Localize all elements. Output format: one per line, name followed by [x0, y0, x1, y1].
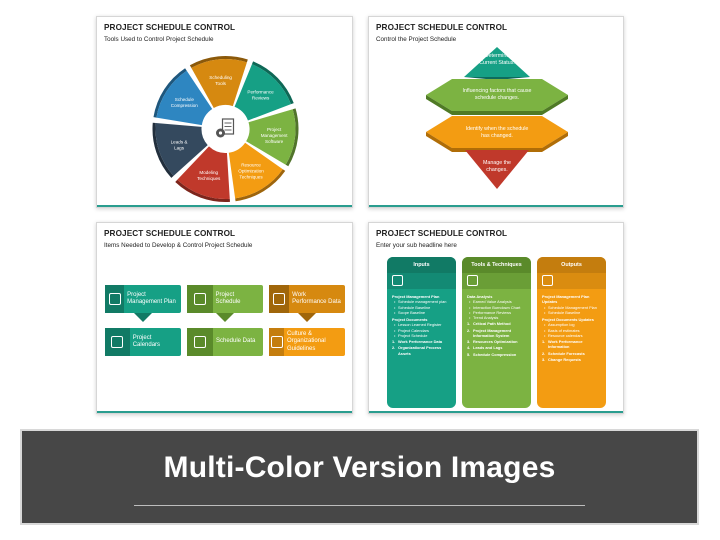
wheel-segment-label: Lags	[174, 145, 185, 150]
wheel-segment-label: Tools	[215, 81, 226, 86]
shape-text: Manage the	[483, 160, 511, 166]
wheel-segment-label: Optimization	[238, 169, 264, 174]
down-arrow-icon	[298, 313, 316, 322]
slide-preview-control[interactable]: PROJECT SCHEDULE CONTROL Control the Pro…	[368, 16, 624, 208]
shape-text: Influencing factors that cause	[463, 88, 532, 94]
wheel-segment-label: Compression	[171, 103, 199, 108]
item-project-schedule: Project Schedule	[187, 285, 263, 313]
wheel-segment-rim	[251, 61, 294, 105]
wheel-segment-label: Project	[267, 127, 282, 132]
wheel-segment-label: Performance	[247, 90, 274, 95]
wheel-segment-label: Techniques	[197, 176, 221, 181]
calendar-icon	[105, 328, 130, 356]
control-diamond-diagram: Determine Current Status. Influencing fa…	[426, 47, 568, 189]
wheel-segment	[177, 146, 230, 199]
wheel-segment	[228, 142, 283, 199]
wheel-segment-rim	[285, 108, 299, 167]
wheel-segment	[155, 122, 208, 176]
wheel-segment	[234, 64, 291, 121]
shape-text: has changed.	[481, 133, 513, 139]
wheel-segment-rim	[152, 122, 174, 178]
wheel-segment-label: Reviews	[252, 96, 270, 101]
tools-icon	[467, 275, 478, 286]
slide-title: PROJECT SCHEDULE CONTROL	[104, 23, 236, 32]
download-icon	[392, 275, 403, 286]
slide-subtitle: Tools Used to Control Project Schedule	[104, 36, 214, 43]
item-work-performance-data: Work Performance Data	[269, 285, 345, 313]
plan-icon	[105, 285, 125, 313]
shape-text: schedule changes.	[475, 95, 519, 101]
wheel-segment-label: Techniques	[239, 175, 263, 180]
shape-determine-status	[464, 47, 530, 77]
item-schedule-data: Schedule Data	[187, 328, 263, 356]
wheel-segment-label: Management	[261, 133, 289, 138]
shape-text: Determine	[485, 53, 509, 59]
outputs-column: Outputs Project Management Plan Updates …	[537, 257, 606, 408]
wheel-segment-label: Modeling	[199, 170, 218, 175]
shape-text: Identify when the schedule	[466, 126, 529, 132]
wheel-segment-rim	[189, 56, 248, 68]
team-icon	[269, 285, 290, 313]
slide-subtitle: Enter your sub headline here	[376, 242, 457, 249]
schedule-icon	[187, 285, 213, 313]
item-culture-guidelines: Culture & Organizational Guidelines	[269, 328, 345, 356]
item-project-calendars: Project Calendars	[105, 328, 181, 356]
tools-wheel-diagram: PerformanceReviewsProjectManagementSoftw…	[152, 56, 299, 203]
wheel-segment-label: Schedule	[175, 97, 195, 102]
slide-subtitle: Items Needed to Develop & Control Projec…	[104, 242, 253, 249]
item-project-management-plan: Project Management Plan	[105, 285, 181, 313]
wheel-segment	[156, 70, 213, 126]
tools-column: Tools & Techniques Data Analysis Earned …	[462, 257, 531, 408]
slide-subtitle: Control the Project Schedule	[376, 36, 457, 43]
slide-preview-ito[interactable]: PROJECT SCHEDULE CONTROL Enter your sub …	[368, 222, 624, 414]
people-icon	[269, 328, 284, 356]
upload-icon	[542, 275, 553, 286]
slide-preview-items[interactable]: PROJECT SCHEDULE CONTROL Items Needed to…	[96, 222, 353, 414]
wheel-segment-label: Scheduling	[209, 75, 232, 80]
shape-manage-changes	[465, 150, 529, 189]
down-arrow-icon	[134, 313, 152, 322]
banner: Multi-Color Version Images	[20, 429, 699, 525]
shape-text: changes.	[486, 167, 508, 173]
wheel-segment	[246, 109, 296, 165]
inputs-column: Inputs Project Management Plan Schedule …	[387, 257, 456, 408]
slide-title: PROJECT SCHEDULE CONTROL	[376, 229, 508, 238]
document-gear-icon	[216, 118, 235, 138]
wheel-segment-rim	[235, 169, 286, 202]
slide-preview-tools[interactable]: PROJECT SCHEDULE CONTROL Tools Used to C…	[96, 16, 353, 208]
wheel-segment-label: Resource	[241, 163, 261, 168]
wheel-segment-rim	[153, 68, 187, 118]
slide-title: PROJECT SCHEDULE CONTROL	[104, 229, 236, 238]
data-icon	[187, 328, 213, 356]
banner-title: Multi-Color Version Images	[163, 451, 556, 484]
down-arrow-icon	[216, 313, 234, 322]
shape-text: Current Status.	[479, 60, 515, 66]
banner-divider	[134, 505, 585, 506]
shape-identify-change	[426, 116, 568, 148]
wheel-segment-label: Leads &	[171, 139, 188, 144]
wheel-segment	[191, 59, 247, 109]
shape-influencing-factors	[426, 79, 568, 111]
slide-title: PROJECT SCHEDULE CONTROL	[376, 23, 508, 32]
wheel-segment-label: Software	[265, 139, 284, 144]
wheel-segment-rim	[175, 179, 230, 203]
